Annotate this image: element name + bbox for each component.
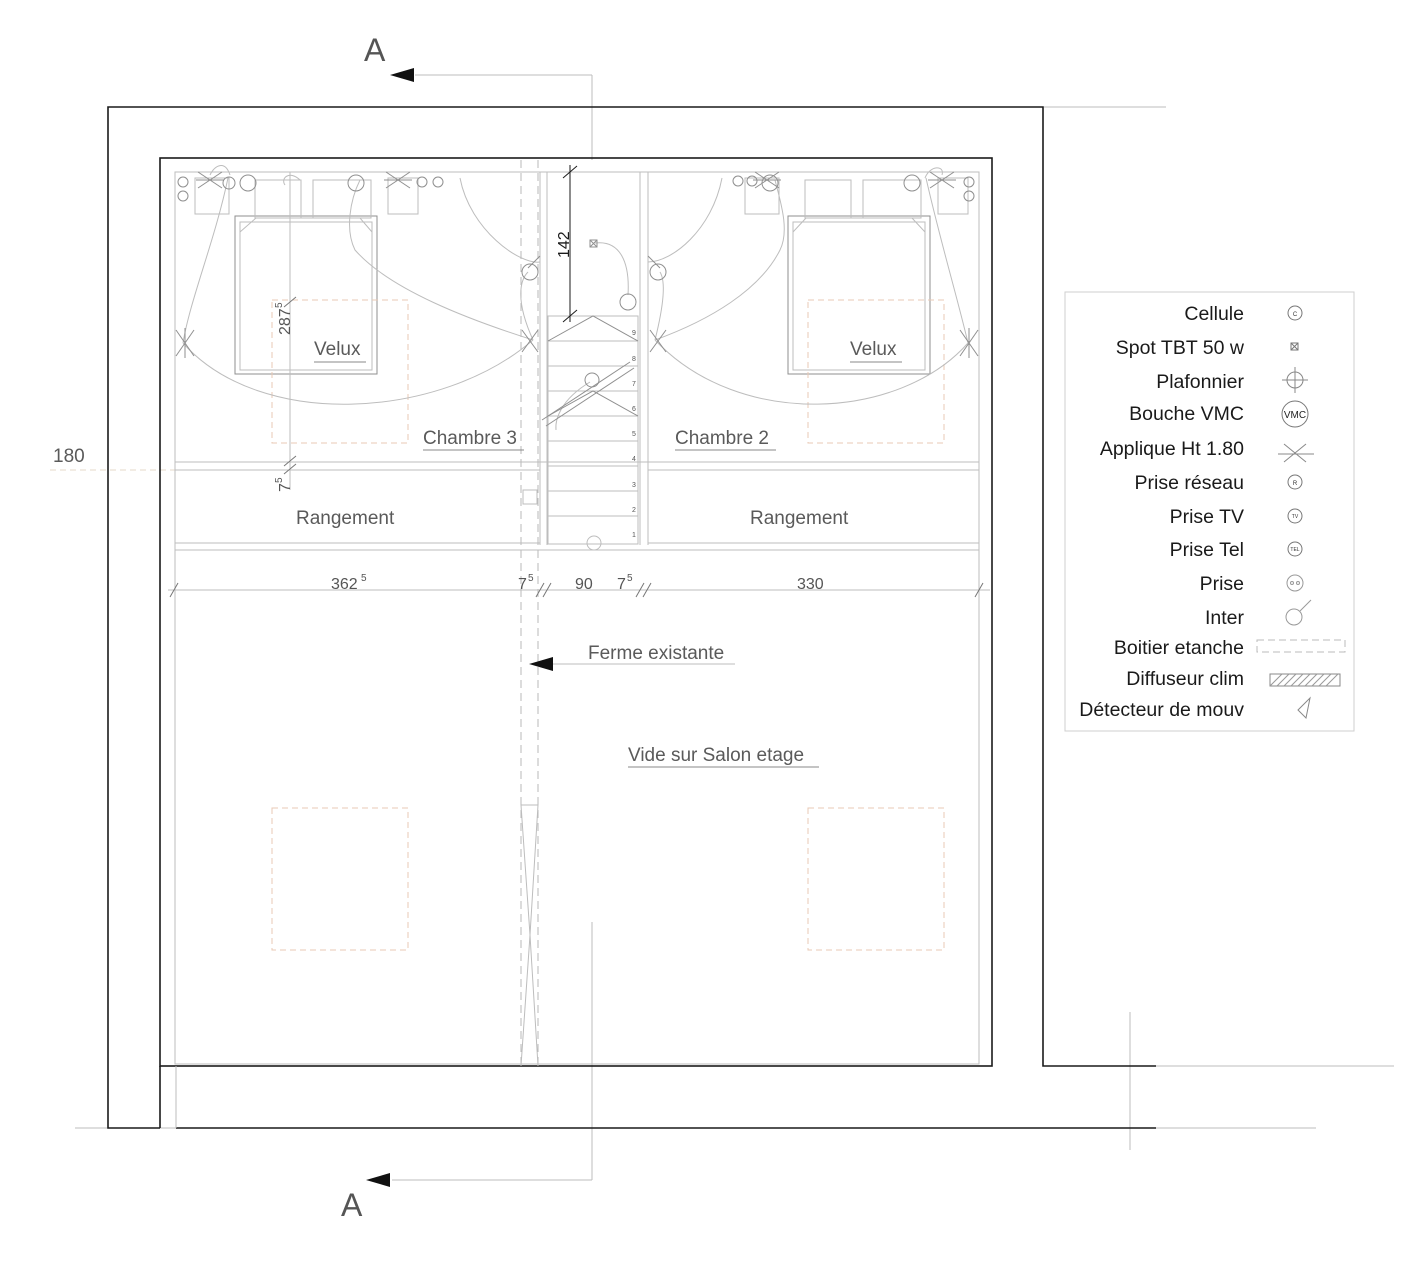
legend-label-prise-tv: Prise TV — [1170, 506, 1244, 528]
dim-287: 287 5 — [274, 302, 294, 335]
svg-text:362: 362 — [331, 576, 358, 593]
section-arrow-top-icon — [390, 68, 414, 82]
svg-text:287: 287 — [277, 308, 294, 335]
svg-text:VMC: VMC — [1284, 410, 1306, 421]
svg-text:C: C — [1293, 312, 1298, 318]
room-chambre-2: Chambre 2 — [675, 428, 769, 449]
legend-label-prise-tel: Prise Tel — [1170, 539, 1244, 561]
dim-level-180: 180 — [53, 446, 85, 467]
svg-text:R: R — [1293, 481, 1298, 487]
legend-label-detecteur: Détecteur de mouv — [1079, 699, 1244, 721]
svg-text:7: 7 — [277, 483, 294, 492]
legend-label-plafonnier: Plafonnier — [1156, 371, 1244, 393]
room-chambre-3: Chambre 3 — [423, 428, 517, 449]
legend-label-applique: Applique Ht 1.80 — [1100, 438, 1244, 460]
spot-icon — [1290, 342, 1299, 351]
svg-text:TEL: TEL — [1290, 547, 1299, 553]
stair-step-2: 2 — [632, 507, 636, 514]
dim-7-vertical: 7 5 — [274, 477, 294, 492]
prise-reseau-icon: R — [1287, 474, 1303, 490]
svg-text:7: 7 — [617, 576, 626, 593]
section-arrows — [366, 68, 735, 1187]
stair-step-6: 6 — [632, 406, 636, 413]
bed-right — [744, 177, 969, 375]
dim-7-right: 7 5 — [617, 573, 633, 593]
legend-label-boitier: Boitier etanche — [1114, 637, 1244, 659]
dim-90: 90 — [575, 576, 593, 593]
dimension-lines — [168, 165, 990, 598]
outer-walls — [107, 106, 1156, 1129]
velux-windows — [271, 299, 945, 951]
svg-text:7: 7 — [518, 576, 527, 593]
label-velux-left: Velux — [314, 339, 361, 360]
dim-330: 330 — [797, 576, 824, 593]
electrical-symbols — [175, 171, 979, 551]
section-mark-top: A — [364, 32, 386, 68]
legend-label-cellule: Cellule — [1184, 303, 1244, 325]
legend-label-diffuseur: Diffuseur clim — [1126, 668, 1244, 690]
stair-step-8: 8 — [632, 356, 636, 363]
section-arrow-bottom-icon — [366, 1173, 390, 1187]
legend-box — [1064, 291, 1355, 732]
dim-142: 142 — [556, 231, 573, 258]
svg-text:5: 5 — [361, 573, 367, 584]
room-rangement-right: Rangement — [750, 508, 849, 529]
svg-text:5: 5 — [627, 573, 633, 584]
svg-text:5: 5 — [274, 477, 285, 483]
room-rangement-left: Rangement — [296, 508, 395, 529]
prise-tv-icon: TV — [1287, 508, 1303, 524]
label-vide-salon: Vide sur Salon etage — [628, 745, 804, 766]
legend-label-vmc: Bouche VMC — [1129, 403, 1244, 425]
inter-icon — [1285, 599, 1312, 626]
stair-step-4: 4 — [632, 456, 636, 463]
stair-step-7: 7 — [632, 381, 636, 388]
section-mark-bottom: A — [341, 1187, 363, 1223]
prise-tel-icon: TEL — [1287, 541, 1303, 557]
truss-arrow-icon — [529, 657, 553, 671]
prise-icon — [1286, 574, 1304, 592]
legend-label-inter: Inter — [1205, 607, 1245, 629]
circuit-wiring — [182, 165, 969, 431]
stair-step-1: 1 — [632, 532, 636, 539]
dim-362: 362 5 — [331, 573, 367, 593]
detecteur-icon — [1297, 696, 1311, 720]
dim-7-left: 7 5 — [518, 573, 534, 593]
staircase: 1 2 3 4 5 6 7 8 9 — [541, 315, 639, 545]
svg-text:5: 5 — [274, 302, 285, 308]
legend-label-spot: Spot TBT 50 w — [1116, 337, 1245, 359]
svg-text:TV: TV — [1292, 514, 1299, 520]
diffuseur-clim-icon — [1269, 673, 1341, 687]
room-outlines — [174, 160, 980, 1067]
boitier-etanche-icon — [1256, 639, 1346, 653]
vmc-icon: VMC — [1281, 400, 1309, 428]
bed-left — [194, 177, 419, 375]
cellule-icon: C — [1287, 305, 1303, 321]
legend: Cellule C Spot TBT 50 w Plafonnier Bouch… — [1064, 291, 1355, 732]
legend-label-prise-reseau: Prise réseau — [1135, 472, 1244, 494]
label-velux-right: Velux — [850, 339, 897, 360]
legend-label-prise: Prise — [1200, 573, 1244, 595]
stair-step-3: 3 — [632, 482, 636, 489]
plafonnier-icon — [1282, 367, 1308, 393]
stair-step-5: 5 — [632, 431, 636, 438]
applique-icon — [1278, 443, 1314, 463]
stair-step-9: 9 — [632, 330, 636, 337]
label-ferme-existante: Ferme existante — [588, 643, 724, 664]
svg-text:5: 5 — [528, 573, 534, 584]
